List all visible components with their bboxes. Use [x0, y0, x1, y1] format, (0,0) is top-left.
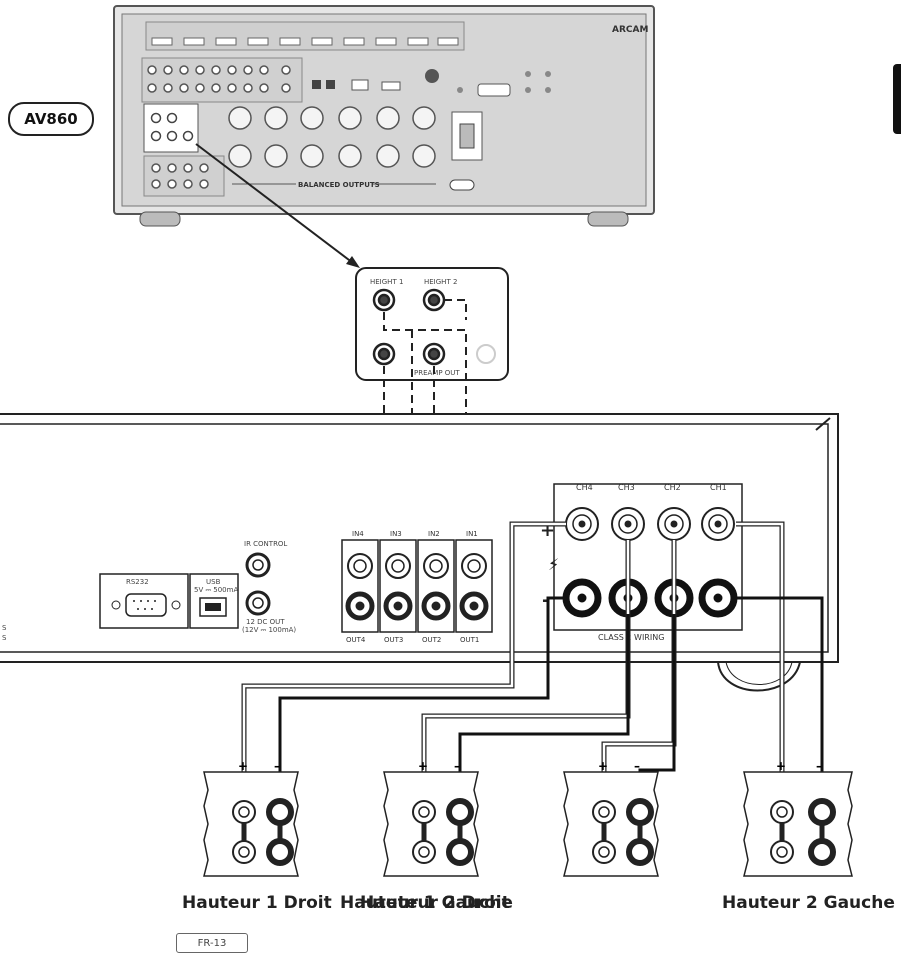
channel-ch4: CH4: [576, 483, 593, 492]
zoom-label-height1: HEIGHT 1: [370, 278, 403, 286]
speaker-2: + –: [383, 759, 479, 877]
spk2-minus: –: [454, 759, 460, 773]
brand-label: ARCAM: [612, 25, 648, 35]
input-in4: IN4: [352, 530, 364, 538]
balanced-outputs-label: BALANCED OUTPUTS: [298, 181, 380, 189]
input-in2: IN2: [428, 530, 440, 538]
channel-ch1: CH1: [710, 483, 727, 492]
zoom-label-preamp: PREAMP OUT: [414, 369, 460, 377]
spk1-minus: –: [274, 759, 280, 773]
input-in3: IN3: [390, 530, 402, 538]
zoom-label-height2: HEIGHT 2: [424, 278, 457, 286]
amplifier-rear-panel: S S RS232 USB 5V ⎓ 500mA IR CONTROL 12 D…: [0, 413, 839, 692]
output-out2: OUT2: [422, 636, 441, 644]
language-tab: [893, 64, 901, 134]
trigger-label: 12 DC OUT: [246, 618, 285, 626]
spk4-minus: –: [816, 759, 822, 773]
hazard-icon: ⚡: [548, 555, 559, 574]
channel-ch3: CH3: [618, 483, 635, 492]
speaker-4: + –: [743, 759, 853, 877]
speaker-3-caption: Hauteur 2 Droit: [360, 893, 510, 913]
speaker-4-caption: Hauteur 2 Gauche: [722, 893, 895, 913]
spk3-plus: +: [598, 759, 608, 773]
class2-label: CLASS 2 WIRING: [598, 633, 664, 642]
page-number: FR-13: [176, 933, 248, 953]
usb-label: USB: [206, 578, 221, 586]
output-out4: OUT4: [346, 636, 366, 644]
usb-spec: 5V ⎓ 500mA: [194, 586, 238, 594]
output-out3: OUT3: [384, 636, 403, 644]
spk4-plus: +: [776, 759, 786, 773]
model-badge: AV860: [8, 102, 94, 136]
rs232-label: RS232: [126, 578, 149, 586]
speaker-1-caption: Hauteur 1 Droit: [182, 893, 332, 913]
zoom-arrow: [195, 143, 354, 264]
zoom-arrow-head: [346, 256, 360, 268]
minus-sign: -: [542, 590, 549, 611]
av860-rear-panel: ARCAM: [113, 5, 655, 227]
spk1-plus: +: [238, 759, 248, 773]
channel-ch2: CH2: [664, 483, 681, 492]
zoom-panel: HEIGHT 1 HEIGHT 2 PREAMP OUT: [355, 267, 509, 381]
output-out1: OUT1: [460, 636, 479, 644]
ir-label: IR CONTROL: [244, 540, 287, 548]
svg-text:S: S: [2, 624, 7, 632]
trigger-spec: (12V ⎓ 100mA): [242, 626, 296, 634]
speaker-cables: [241, 521, 824, 780]
speaker-2-caption: Hauteur 1 Gauche: [340, 893, 513, 913]
svg-text:S: S: [2, 634, 7, 642]
spk2-plus: +: [418, 759, 428, 773]
speaker-3: + –: [563, 759, 659, 877]
speaker-1: + –: [203, 759, 299, 877]
input-in1: IN1: [466, 530, 478, 538]
spk3-minus: –: [634, 759, 640, 773]
